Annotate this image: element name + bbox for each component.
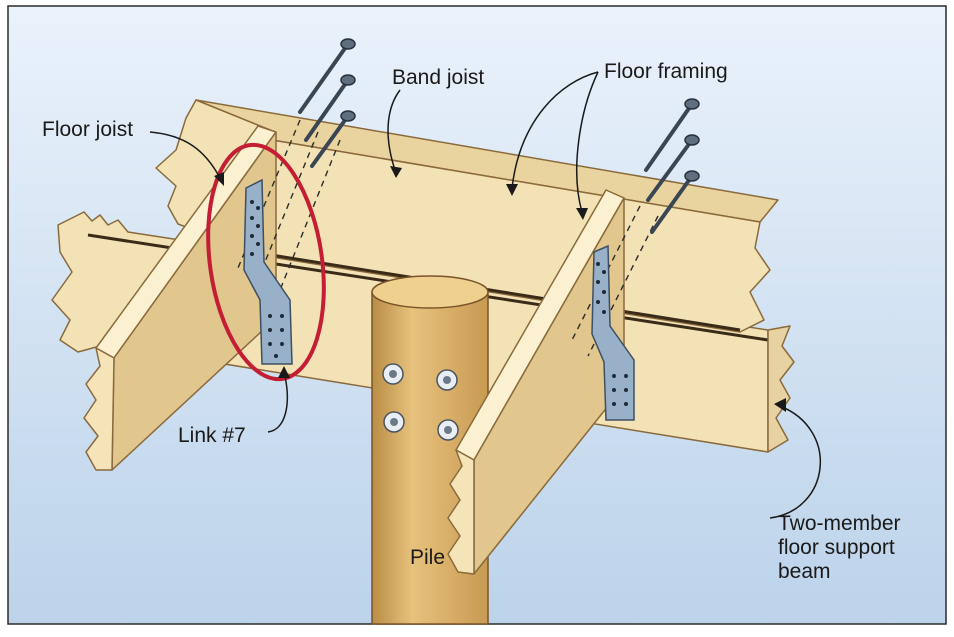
support-beam-label: Two-member floor support beam (778, 512, 901, 584)
floor-framing-label: Floor framing (604, 60, 728, 83)
connector-link-7 (243, 178, 293, 365)
highlight-ellipse (206, 142, 326, 382)
band-joist-label: Band joist (392, 66, 485, 89)
pile-label: Pile (410, 546, 446, 569)
nails-left (298, 42, 350, 168)
pile-bolts (382, 363, 459, 441)
nails-right (644, 102, 694, 234)
floor-joist-label: Floor joist (42, 118, 134, 141)
floor-joist-left (83, 125, 277, 471)
connector-right (591, 244, 635, 421)
leader-lines (149, 71, 822, 519)
link-7-label: Link #7 (178, 424, 246, 447)
